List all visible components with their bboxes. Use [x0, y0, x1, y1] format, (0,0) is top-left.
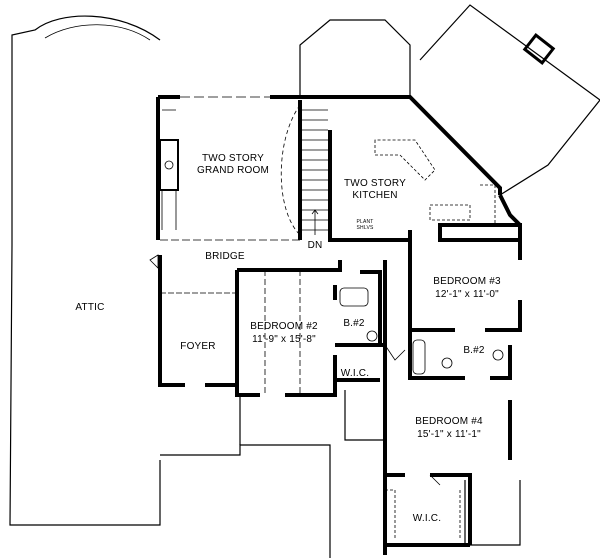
room-size-bedroom4: 15'-1" x 11'-1" [417, 429, 481, 440]
stair-down-label: DN [307, 240, 323, 251]
room-label-attic: ATTIC [75, 302, 105, 313]
room-label-wic1: W.I.C. [340, 368, 370, 379]
lower-outline [160, 444, 331, 558]
bedroom2-wall [235, 260, 342, 397]
room-label-foyer: FOYER [180, 341, 216, 352]
top-bay [299, 19, 411, 95]
room-label-wic2: W.I.C. [412, 513, 442, 524]
chimney [522, 33, 556, 65]
bath-wall [333, 270, 382, 382]
attic-outline [9, 15, 161, 526]
stair-treads [302, 109, 328, 235]
plant-shelves-label: PLANT SHLVS [356, 219, 374, 231]
tub [339, 287, 369, 307]
toilet [366, 330, 378, 342]
grand-room-wall [156, 95, 502, 240]
bedroom4-wall [385, 400, 512, 547]
kitchen-island [374, 139, 436, 181]
room-size-bedroom3: 12'-1" x 11'-0" [435, 289, 499, 300]
room-label-bedroom3: BEDROOM #3 [433, 276, 501, 287]
fireplace [159, 139, 179, 191]
room-label-bedroom2: BEDROOM #2 [250, 321, 318, 332]
attic-inner [44, 24, 151, 41]
room-label-bridge: BRIDGE [205, 251, 245, 262]
room-label-bath2a: B.#2 [343, 318, 365, 329]
room-label-grand-room: TWO STORY GRAND ROOM [197, 153, 269, 176]
bath2-wall [408, 330, 512, 380]
right-projection [419, 4, 600, 196]
room-label-bath2b: B.#2 [463, 345, 485, 356]
room-label-bedroom4: BEDROOM #4 [415, 416, 483, 427]
room-size-bedroom2: 11'-9" x 15'-8" [252, 334, 316, 345]
room-label-kitchen: TWO STORY KITCHEN [344, 178, 406, 201]
door-swing [280, 104, 301, 236]
foyer-wall [158, 255, 235, 387]
